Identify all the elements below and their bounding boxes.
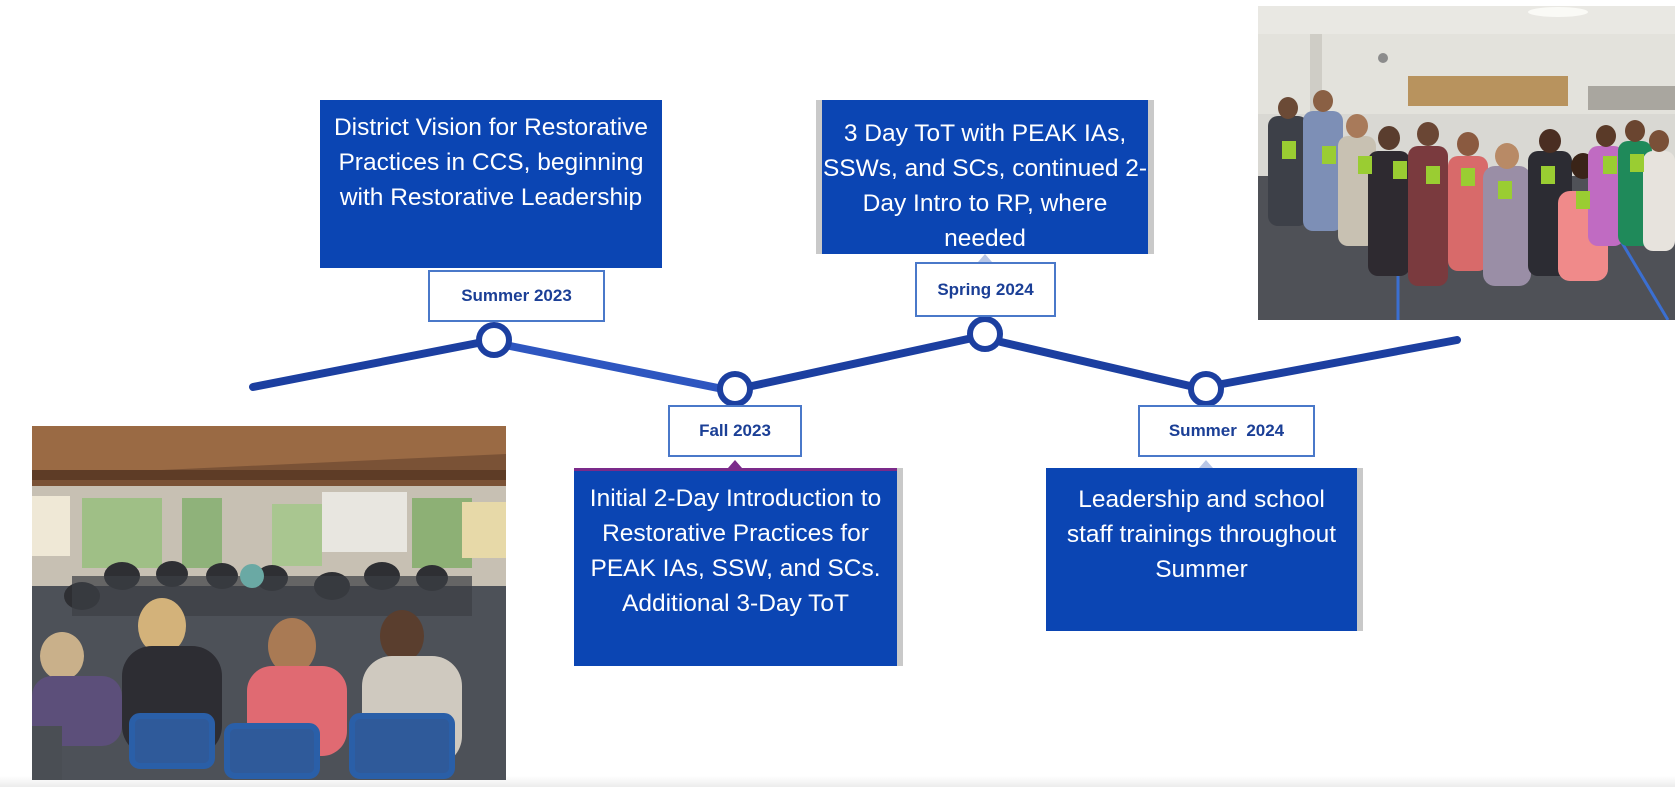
timeline-segment-2 [748,335,972,390]
event-box-summer-2023: District Vision for Restorative Practice… [320,100,662,268]
timeline-segment-3 [997,338,1194,390]
date-text-fall-2023: Fall 2023 [699,421,771,440]
date-label-summer-2023: Summer 2023 [428,270,605,322]
timeline-segment-1 [506,342,722,392]
timeline-segment-end [1218,336,1461,388]
timeline-node-fall-2023 [717,371,753,407]
event-box-fall-2023: Initial 2-Day Introduction to Restorativ… [574,468,897,666]
date-label-spring-2024: Spring 2024 [915,262,1056,317]
group-photo-books [1258,6,1675,320]
date-text-spring-2024: Spring 2024 [937,280,1034,299]
date-text-summer-2023: Summer 2023 [461,286,572,305]
date-text-summer-2024: Summer 2024 [1168,421,1285,440]
event-box-summer-2024: Leadership and school staff trainings th… [1046,468,1357,631]
date-label-summer-2024: Summer 2024 [1138,405,1315,457]
event-text-fall-2023: Initial 2-Day Introduction to Restorativ… [589,485,882,617]
connector-spring-2024 [978,254,992,262]
timeline-node-summer-2023 [476,322,512,358]
timeline-segment-start [249,339,482,391]
event-box-spring-2024: 3 Day ToT with PEAK IAs, SSWs, and SCs, … [822,100,1148,254]
connector-summer-2024 [1199,460,1213,468]
timeline-node-summer-2024 [1188,371,1224,407]
training-circle-photo [32,426,506,780]
slide-bottom-edge [0,776,1675,787]
event-text-summer-2024: Leadership and school staff trainings th… [1066,486,1337,583]
event-text-summer-2023: District Vision for Restorative Practice… [333,114,649,211]
timeline-node-spring-2024 [967,316,1003,352]
date-label-fall-2023: Fall 2023 [668,405,802,457]
event-text-spring-2024: 3 Day ToT with PEAK IAs, SSWs, and SCs, … [822,120,1148,252]
connector-fall-2023 [728,460,742,468]
